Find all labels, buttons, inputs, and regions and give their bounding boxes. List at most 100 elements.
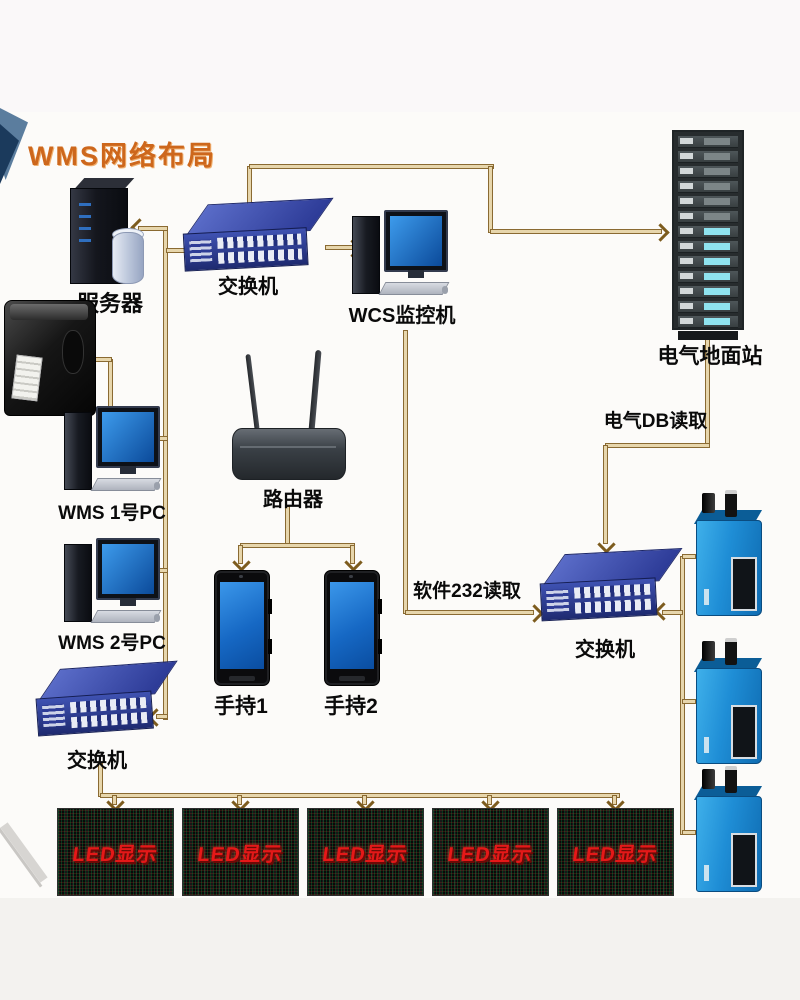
led-display-text: LED显示 (196, 843, 285, 866)
connector-line (662, 610, 683, 615)
scanner-window (731, 705, 757, 759)
pc-mouse (154, 482, 160, 490)
pc-tower (64, 544, 92, 622)
phone-side-button (268, 639, 272, 654)
handheld2-label: 手持2 (324, 695, 378, 718)
scanner-body (696, 668, 762, 764)
pc-monitor (384, 210, 448, 272)
led-display-panel: LED显示 (557, 808, 674, 896)
led-display-panel: LED显示 (307, 808, 424, 896)
printer-paper-label (11, 354, 43, 402)
router-edge-highlight (240, 446, 336, 448)
connector-line (603, 445, 608, 544)
desktop-pc-icon (62, 538, 162, 634)
scanner-connector (702, 493, 715, 513)
connector-line (612, 795, 617, 805)
phone-camera (239, 575, 243, 578)
connector-line (405, 610, 534, 615)
page-top-band (0, 0, 800, 112)
scanner-connector (725, 638, 737, 665)
connector-line (680, 556, 685, 835)
server-tower-icon (68, 178, 152, 286)
connector-line (362, 795, 367, 805)
barcode-scanner-icon (692, 638, 764, 764)
rack-unit (678, 226, 738, 238)
server-rack-icon (672, 130, 744, 340)
connector-line (682, 830, 696, 835)
wcs-monitor-label: WCS监控机 (348, 305, 456, 327)
rack-base (678, 331, 738, 340)
pc-stand (120, 598, 136, 606)
router-antenna (308, 349, 322, 433)
rack-unit (678, 286, 738, 298)
pc-mouse (154, 614, 160, 622)
handheld-terminal-icon (214, 570, 272, 686)
scanner-connector (702, 641, 715, 661)
pc-monitor (96, 538, 160, 600)
connector-line (156, 714, 168, 719)
led-display-text: LED显示 (571, 843, 660, 866)
switch-right-label: 交换机 (575, 639, 635, 661)
page-bottom-band (0, 898, 800, 1000)
switch-badge (189, 239, 213, 263)
connector-line (488, 166, 493, 233)
barcode-scanner-icon (692, 490, 764, 616)
connector-line (682, 699, 696, 704)
switch-ports (70, 711, 148, 729)
scanner-connector (725, 490, 737, 517)
rack-unit (678, 151, 738, 163)
phone-home-button (229, 676, 255, 681)
wms-pc1-label: WMS 1号PC (58, 503, 166, 524)
connector-line (100, 793, 620, 798)
db-read-label: 电气DB读取 (603, 411, 708, 432)
server-led (79, 239, 91, 242)
scanner-logo-strip (704, 589, 709, 605)
pc-keyboard (378, 282, 450, 295)
pc-stand (120, 466, 136, 474)
handheld1-label: 手持1 (214, 695, 268, 718)
led-display-panel: LED显示 (182, 808, 299, 896)
ground-station-label: 电气地面站 (657, 345, 763, 368)
phone-camera (349, 575, 353, 578)
router-antenna (245, 353, 260, 431)
pc-keyboard (90, 478, 162, 491)
rack-unit (678, 166, 738, 178)
wifi-router-icon (232, 349, 346, 482)
connector-line (247, 166, 252, 206)
connector-line (350, 545, 355, 564)
switch-ports (217, 233, 302, 249)
connector-line (108, 359, 113, 409)
pc-mouse (442, 286, 448, 294)
rack-unit (678, 241, 738, 253)
pc-keyboard (90, 610, 162, 623)
handheld-terminal-icon (324, 570, 382, 686)
rack-unit (678, 196, 738, 208)
connector-line (682, 554, 696, 559)
connector-line (605, 443, 710, 448)
connector-line (112, 795, 117, 805)
scanner-body (696, 796, 762, 892)
printer-top (10, 304, 88, 320)
phone-home-button (339, 676, 365, 681)
phone-side-button (378, 599, 382, 614)
rack-unit (678, 256, 738, 268)
wms-pc2-label: WMS 2号PC (58, 633, 166, 654)
switch-front-face (182, 227, 309, 272)
connector-line (249, 164, 494, 169)
server-led (79, 203, 91, 206)
pc-tower (64, 412, 92, 490)
switch-top-label: 交换机 (218, 276, 278, 298)
pc-screen (102, 412, 154, 462)
label-printer-icon (4, 300, 96, 416)
router-label: 路由器 (263, 489, 323, 511)
pc-tower (352, 216, 380, 294)
pc-screen (390, 216, 442, 266)
scanner-logo-strip (704, 737, 709, 753)
rack-unit (678, 136, 738, 148)
connector-line (237, 795, 242, 805)
phone-screen (220, 582, 264, 669)
led-display-text: LED显示 (446, 843, 535, 866)
switch-front-face (35, 690, 154, 737)
pc-screen (102, 544, 154, 594)
